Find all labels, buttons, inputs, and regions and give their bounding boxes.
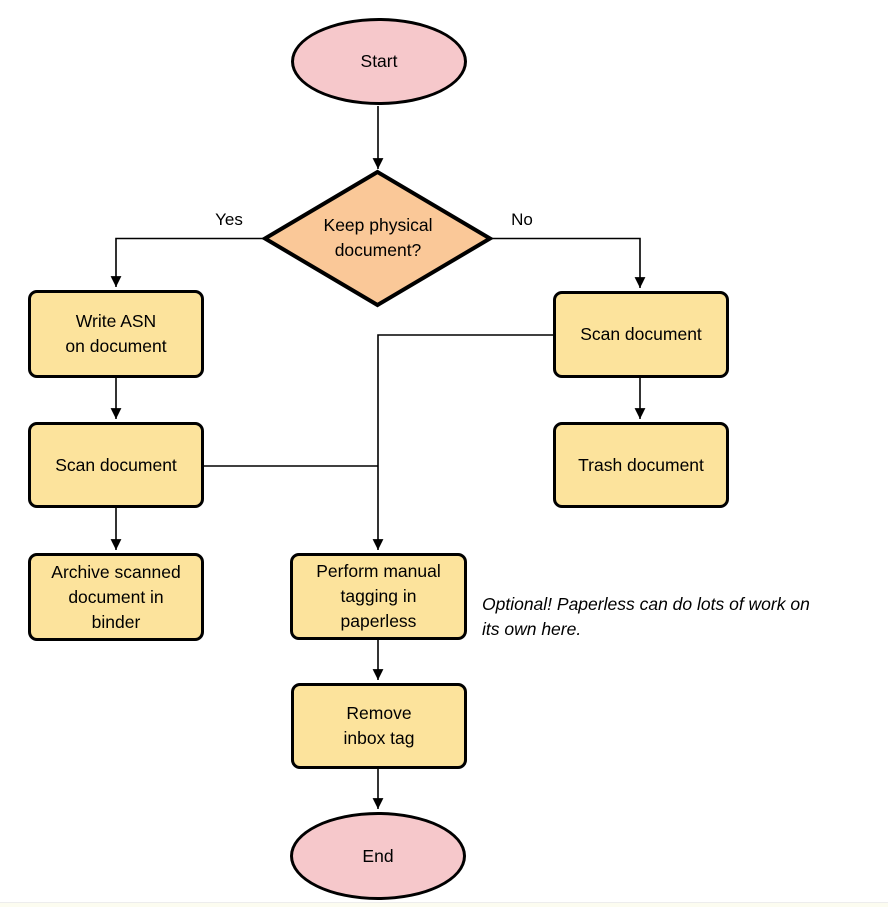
- manual-tagging-label-line: Perform manual: [316, 561, 441, 581]
- decision-node-label: Keep physical document?: [276, 188, 480, 288]
- manual-tagging-node: Perform manual tagging in paperless: [290, 553, 467, 640]
- optional-note: Optional! Paperless can do lots of work …: [482, 592, 810, 642]
- write-asn-label-line: Write ASN: [75, 311, 157, 331]
- end-node-label: End: [362, 845, 394, 866]
- archive-label-line: binder: [91, 611, 141, 632]
- trash-document-node: Trash document: [553, 422, 729, 508]
- edge-label-yes: Yes: [206, 210, 252, 230]
- end-node: End: [290, 812, 466, 900]
- edge-scan-right-tagging: [372, 334, 553, 550]
- remove-inbox-label-line: Remove: [346, 703, 412, 723]
- remove-inbox-label-line: inbox tag: [343, 728, 415, 748]
- archive-label-line: document in: [68, 586, 164, 607]
- remove-inbox-tag-node: Remove inbox tag: [291, 683, 467, 769]
- write-asn-label-line: on document: [65, 336, 167, 356]
- decision-label-line: document?: [334, 240, 422, 260]
- start-node-label: Start: [360, 51, 398, 71]
- bottom-edge-strip: [0, 902, 888, 907]
- optional-note-line: Optional! Paperless can do lots of work …: [482, 594, 810, 614]
- archive-label-line: Archive scanned: [51, 561, 181, 582]
- edge-decision-scan-right: [491, 237, 646, 288]
- scan-document-left-node: Scan document: [28, 422, 204, 508]
- archive-node: Archive scanned document in binder: [28, 553, 204, 641]
- start-node: Start: [291, 18, 467, 105]
- scan-document-right-label: Scan document: [580, 324, 702, 344]
- manual-tagging-label-line: paperless: [340, 611, 417, 631]
- scan-document-left-label: Scan document: [55, 454, 177, 475]
- edge-label-no: No: [499, 210, 545, 230]
- edge-decision-write-asn: [110, 237, 264, 287]
- optional-note-line: its own here.: [482, 619, 582, 639]
- scan-document-right-node: Scan document: [553, 291, 729, 378]
- write-asn-node: Write ASN on document: [28, 290, 204, 378]
- manual-tagging-label-line: tagging in: [340, 586, 417, 606]
- decision-label-line: Keep physical: [323, 215, 433, 235]
- decision-node-shape: [261, 169, 494, 308]
- trash-document-label: Trash document: [578, 454, 704, 475]
